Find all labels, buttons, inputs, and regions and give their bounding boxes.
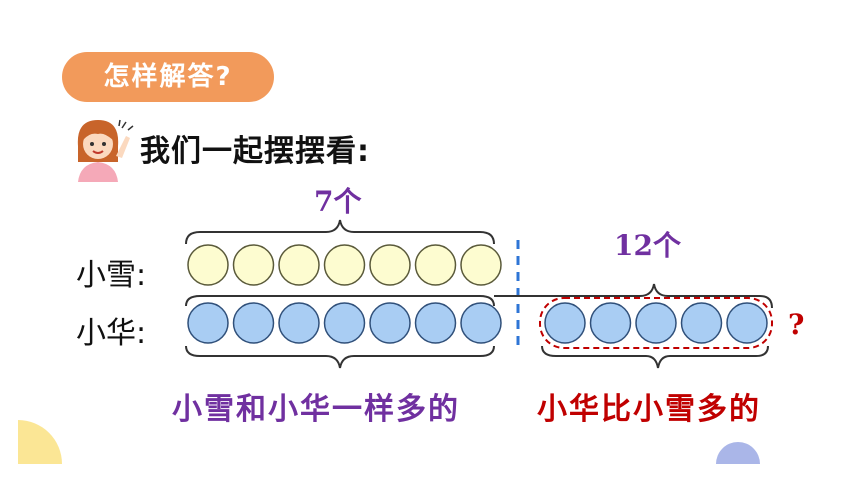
xiaohua-circle-3 — [278, 302, 320, 344]
brace-bottom-same — [185, 345, 495, 369]
brace-top-xiaohua — [185, 295, 495, 307]
xiaoxue-circle-6 — [414, 244, 457, 286]
xiaohua-circles — [187, 302, 768, 344]
brace-bottom-more — [541, 345, 769, 369]
xiaoxue-circle-4 — [323, 244, 366, 286]
xiaohua-circle-12 — [726, 302, 768, 344]
brace-top-extra — [494, 283, 773, 309]
xiaoxue-circle-1 — [187, 244, 229, 286]
girl-avatar-icon — [77, 119, 134, 182]
xiaohua-circle-10 — [635, 302, 677, 344]
intro-text: 我们一起摆摆看: — [140, 134, 370, 169]
xiaoxue-circle-3 — [278, 244, 320, 286]
xiaohua-circle-9 — [589, 302, 632, 344]
xiaoxue-circles — [187, 244, 502, 286]
xiaohua-circle-7 — [460, 302, 502, 344]
xiaohua-circle-4 — [323, 302, 366, 344]
count-label-12: 12个 — [614, 229, 681, 262]
xiaohua-circle-1 — [187, 302, 229, 344]
question-badge: 怎样解答? — [62, 52, 274, 102]
question-mark: ? — [788, 308, 805, 341]
xiaohua-circle-6 — [414, 302, 457, 344]
xiaohua-circle-2 — [232, 302, 275, 344]
brace-top-xiaoxue — [185, 219, 495, 245]
xiaohua-circle-11 — [680, 302, 723, 344]
extra-highlight-box — [539, 297, 773, 349]
row-label-xiaohua: 小华: — [76, 316, 147, 351]
xiaoxue-circle-7 — [460, 244, 502, 286]
corner-moon-shape — [716, 442, 760, 464]
xiaoxue-circle-2 — [232, 244, 275, 286]
row-label-xiaoxue: 小雪: — [76, 258, 147, 293]
count-label-7: 7个 — [314, 185, 362, 218]
xiaohua-circle-8 — [544, 302, 586, 344]
xiaoxue-circle-5 — [369, 244, 411, 286]
caption-same: 小雪和小华一样多的 — [172, 392, 460, 427]
corner-sun-shape — [18, 420, 62, 464]
caption-more: 小华比小雪多的 — [537, 392, 761, 427]
xiaohua-circle-5 — [369, 302, 411, 344]
